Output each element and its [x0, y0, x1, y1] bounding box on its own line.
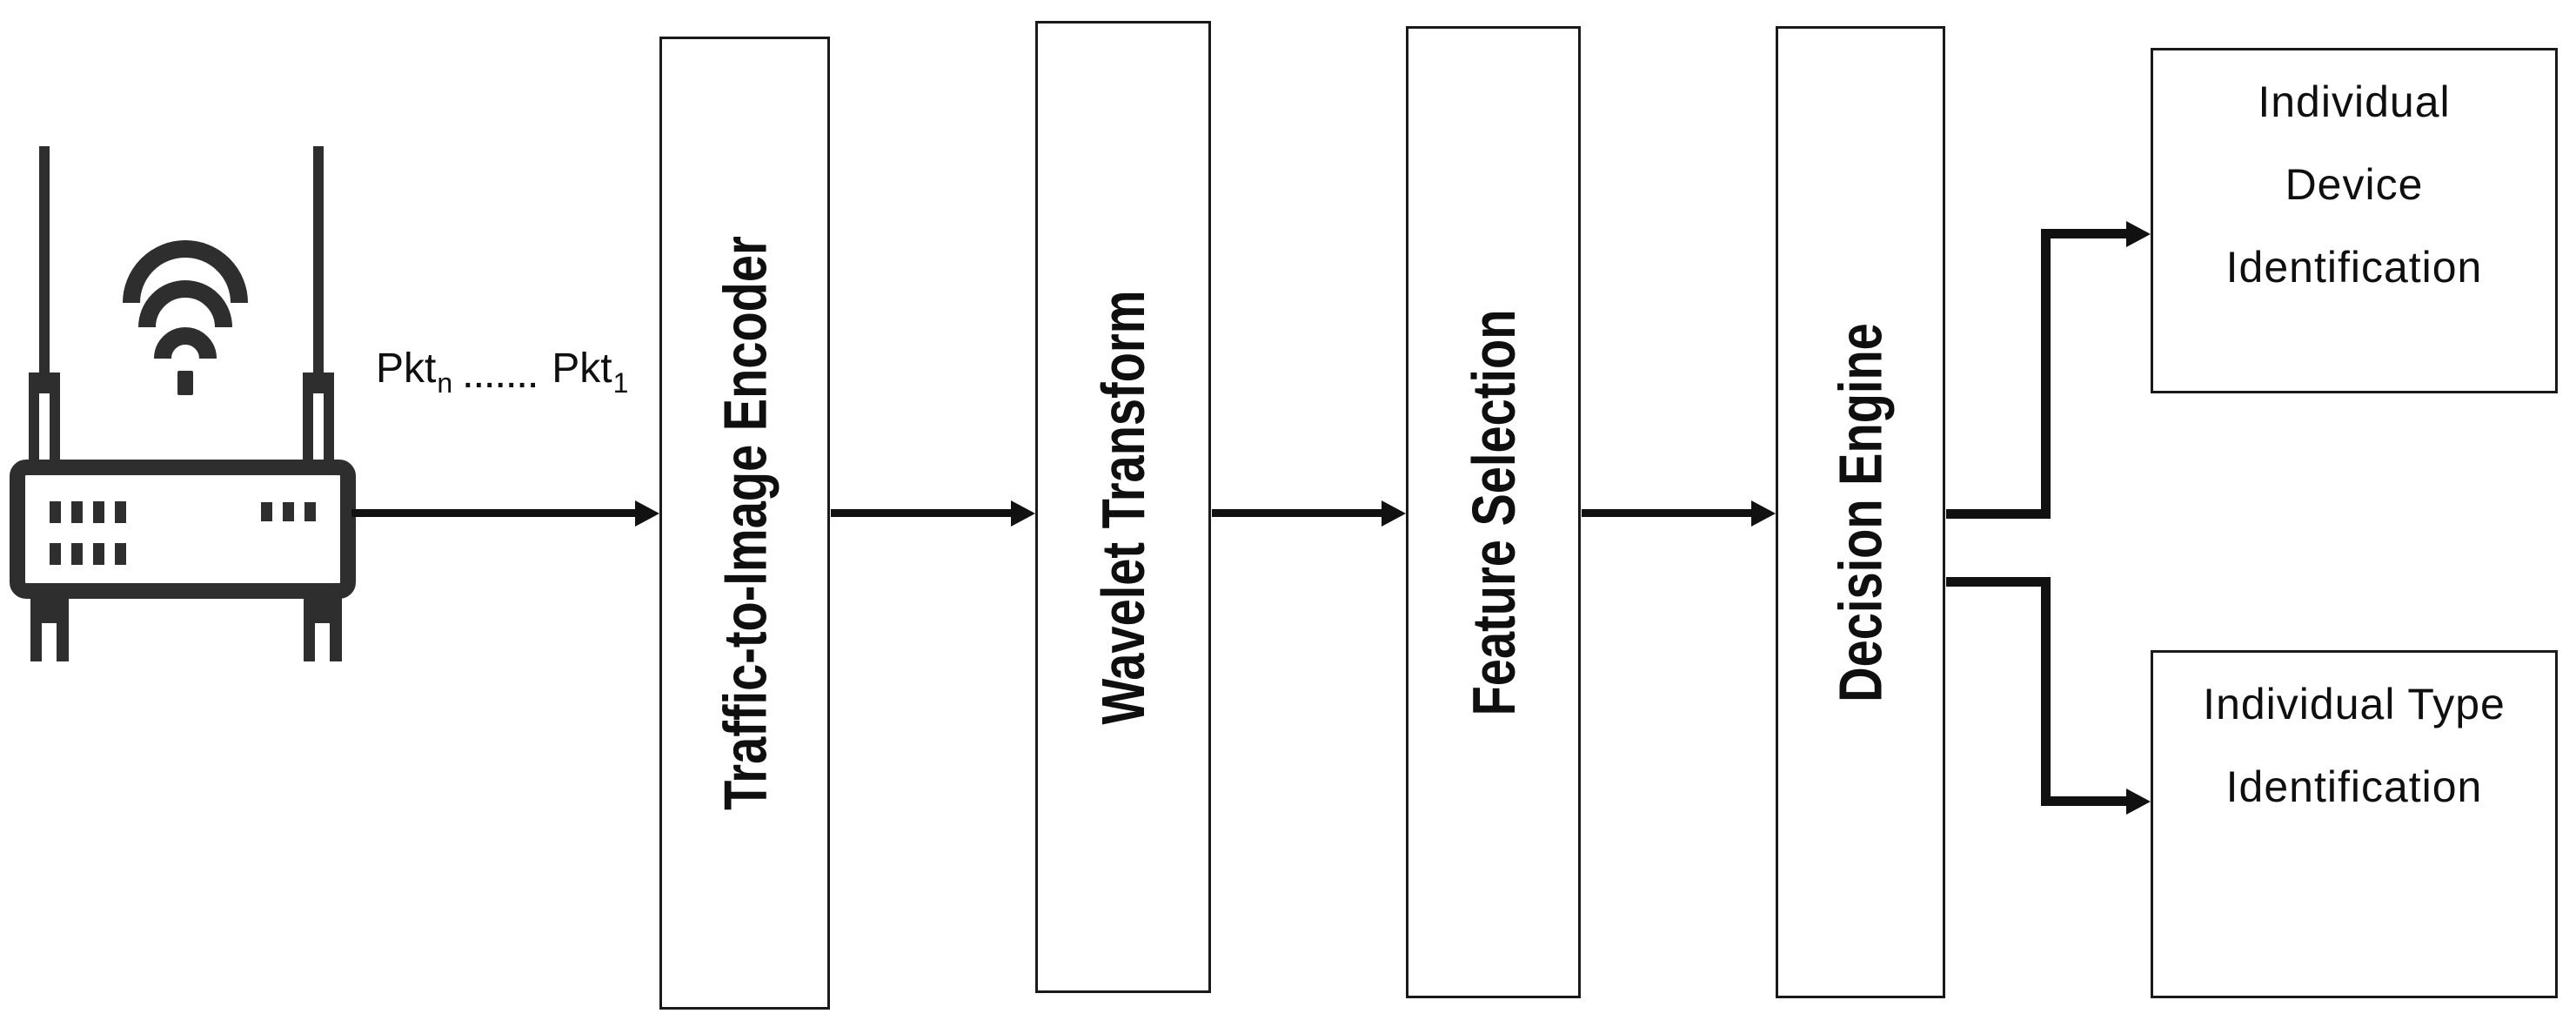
wifi-router-svg	[10, 146, 356, 661]
router-feet	[30, 591, 342, 661]
stage-label: Wavelet Transform	[1089, 290, 1157, 724]
arrow-line-wavelet-to-feature	[1212, 509, 1382, 517]
output-label-line: Device	[2285, 160, 2424, 209]
arrowhead-to-type-identification	[2126, 789, 2151, 815]
router-led-grid	[50, 501, 126, 565]
arrow-line-router-to-encoder	[351, 509, 635, 517]
stage-label: Traffic-to-Image Encoder	[711, 236, 779, 810]
router-body	[10, 460, 356, 599]
arrow-line-feature-to-decision	[1582, 509, 1751, 517]
output-box-individual-device-identification: Individual Device Identification	[2151, 48, 2558, 393]
stage-box-decision-engine: Decision Engine	[1776, 26, 1945, 998]
router-led-row	[261, 502, 316, 521]
router-antenna-left	[29, 146, 60, 468]
output-label-line: Individual Type	[2203, 680, 2506, 728]
pkt-n-label: Pktn	[376, 346, 453, 399]
router-antenna-right	[303, 146, 334, 468]
stage-label: Decision Engine	[1826, 322, 1895, 702]
branch-line-upper-horizontal	[2041, 229, 2126, 238]
branch-line-upper-vertical	[2041, 229, 2051, 519]
stage-box-feature-selection: Feature Selection	[1406, 26, 1581, 998]
branch-line-lower-vertical	[2041, 577, 2051, 806]
arrowhead-to-device-identification	[2126, 221, 2151, 247]
output-label-line: Identification	[2225, 762, 2483, 811]
branch-line-lower-horizontal	[2041, 796, 2126, 806]
ellipsis-dots: .......	[464, 361, 540, 394]
output-label-line: Individual	[2258, 77, 2451, 126]
arrowhead-feature-to-decision	[1751, 500, 1776, 527]
pkt-1-label: Pkt1	[552, 346, 629, 399]
packet-sequence-label: Pktn ....... Pkt1	[376, 345, 629, 399]
arrowhead-wavelet-to-feature	[1382, 500, 1406, 527]
stage-label: Feature Selection	[1459, 309, 1528, 715]
arrowhead-router-to-encoder	[635, 500, 659, 527]
stage-box-traffic-to-image-encoder: Traffic-to-Image Encoder	[659, 37, 830, 1010]
arrow-line-encoder-to-wavelet	[831, 509, 1011, 517]
stage-box-wavelet-transform: Wavelet Transform	[1035, 21, 1211, 993]
wifi-signal-icon	[123, 240, 248, 395]
branch-line-upper-exit	[1946, 509, 2046, 519]
output-box-individual-type-identification: Individual Type Identification	[2151, 650, 2558, 998]
output-label-line: Identification	[2225, 243, 2483, 292]
branch-line-lower-exit	[1946, 577, 2046, 587]
arrowhead-encoder-to-wavelet	[1011, 500, 1035, 527]
wifi-router-icon	[7, 139, 358, 665]
